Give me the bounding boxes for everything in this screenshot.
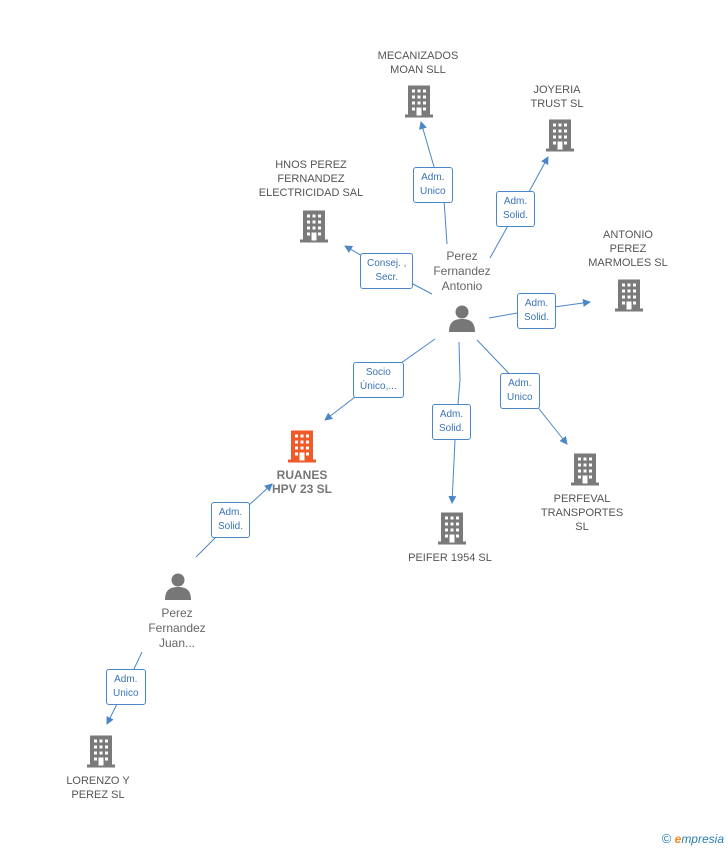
edge-label-to-peifer: Adm. Solid. — [432, 404, 472, 440]
node-label-peifer[interactable]: PEIFER 1954 SL — [408, 552, 492, 564]
antonio-perez-building-icon[interactable] — [615, 279, 643, 312]
node-label-lorenzo[interactable]: LORENZO Y PEREZ SL — [66, 775, 130, 801]
node-label-perez-juan[interactable]: Perez Fernandez Juan... — [148, 606, 206, 650]
edge-label-juan-to-ruanes: Adm. Solid. — [211, 502, 251, 538]
edge-label-to-mecanizados: Adm. Unico — [413, 167, 453, 203]
edge-label-to-antonio-perez: Adm. Solid. — [517, 293, 557, 329]
node-label-perfeval[interactable]: PERFEVAL TRANSPORTES SL — [540, 493, 624, 533]
brand-name: mpresia — [681, 832, 724, 846]
edge-label-juan-to-lorenzo: Adm. Unico — [106, 669, 146, 705]
edge-label-to-joyeria: Adm. Solid. — [496, 191, 536, 227]
perez-antonio-person-icon[interactable] — [449, 305, 475, 333]
node-label-antonio-perez[interactable]: ANTONIO PEREZ MARMOLES SL — [588, 229, 668, 269]
mecanizados-building-icon[interactable] — [405, 85, 433, 118]
perez-juan-person-icon[interactable] — [165, 573, 191, 601]
copyright-symbol: © — [661, 831, 672, 846]
hnos-building-icon[interactable] — [300, 210, 328, 243]
ruanes-building-icon[interactable] — [288, 430, 316, 463]
peifer-building-icon[interactable] — [438, 512, 466, 545]
brand-initial: e — [674, 832, 682, 846]
perfeval-building-icon[interactable] — [571, 453, 599, 486]
edge-label-to-ruanes: Socio Único,... — [353, 362, 404, 398]
lorenzo-building-icon[interactable] — [87, 735, 115, 768]
node-label-perez-antonio[interactable]: Perez Fernandez Antonio — [433, 249, 491, 293]
empresia-logo: © empresia — [662, 831, 724, 846]
node-label-hnos[interactable]: HNOS PEREZ FERNANDEZ ELECTRICIDAD SAL — [258, 159, 364, 199]
edge-label-to-perfeval: Adm. Unico — [500, 373, 540, 409]
node-label-ruanes[interactable]: RUANES HPV 23 SL — [271, 468, 333, 496]
edge-label-to-hnos: Consej. , Secr. — [360, 253, 414, 289]
node-label-mecanizados[interactable]: MECANIZADOS MOAN SLL — [377, 50, 459, 76]
node-label-joyeria[interactable]: JOYERIA TRUST SL — [530, 84, 584, 110]
joyeria-building-icon[interactable] — [546, 119, 574, 152]
